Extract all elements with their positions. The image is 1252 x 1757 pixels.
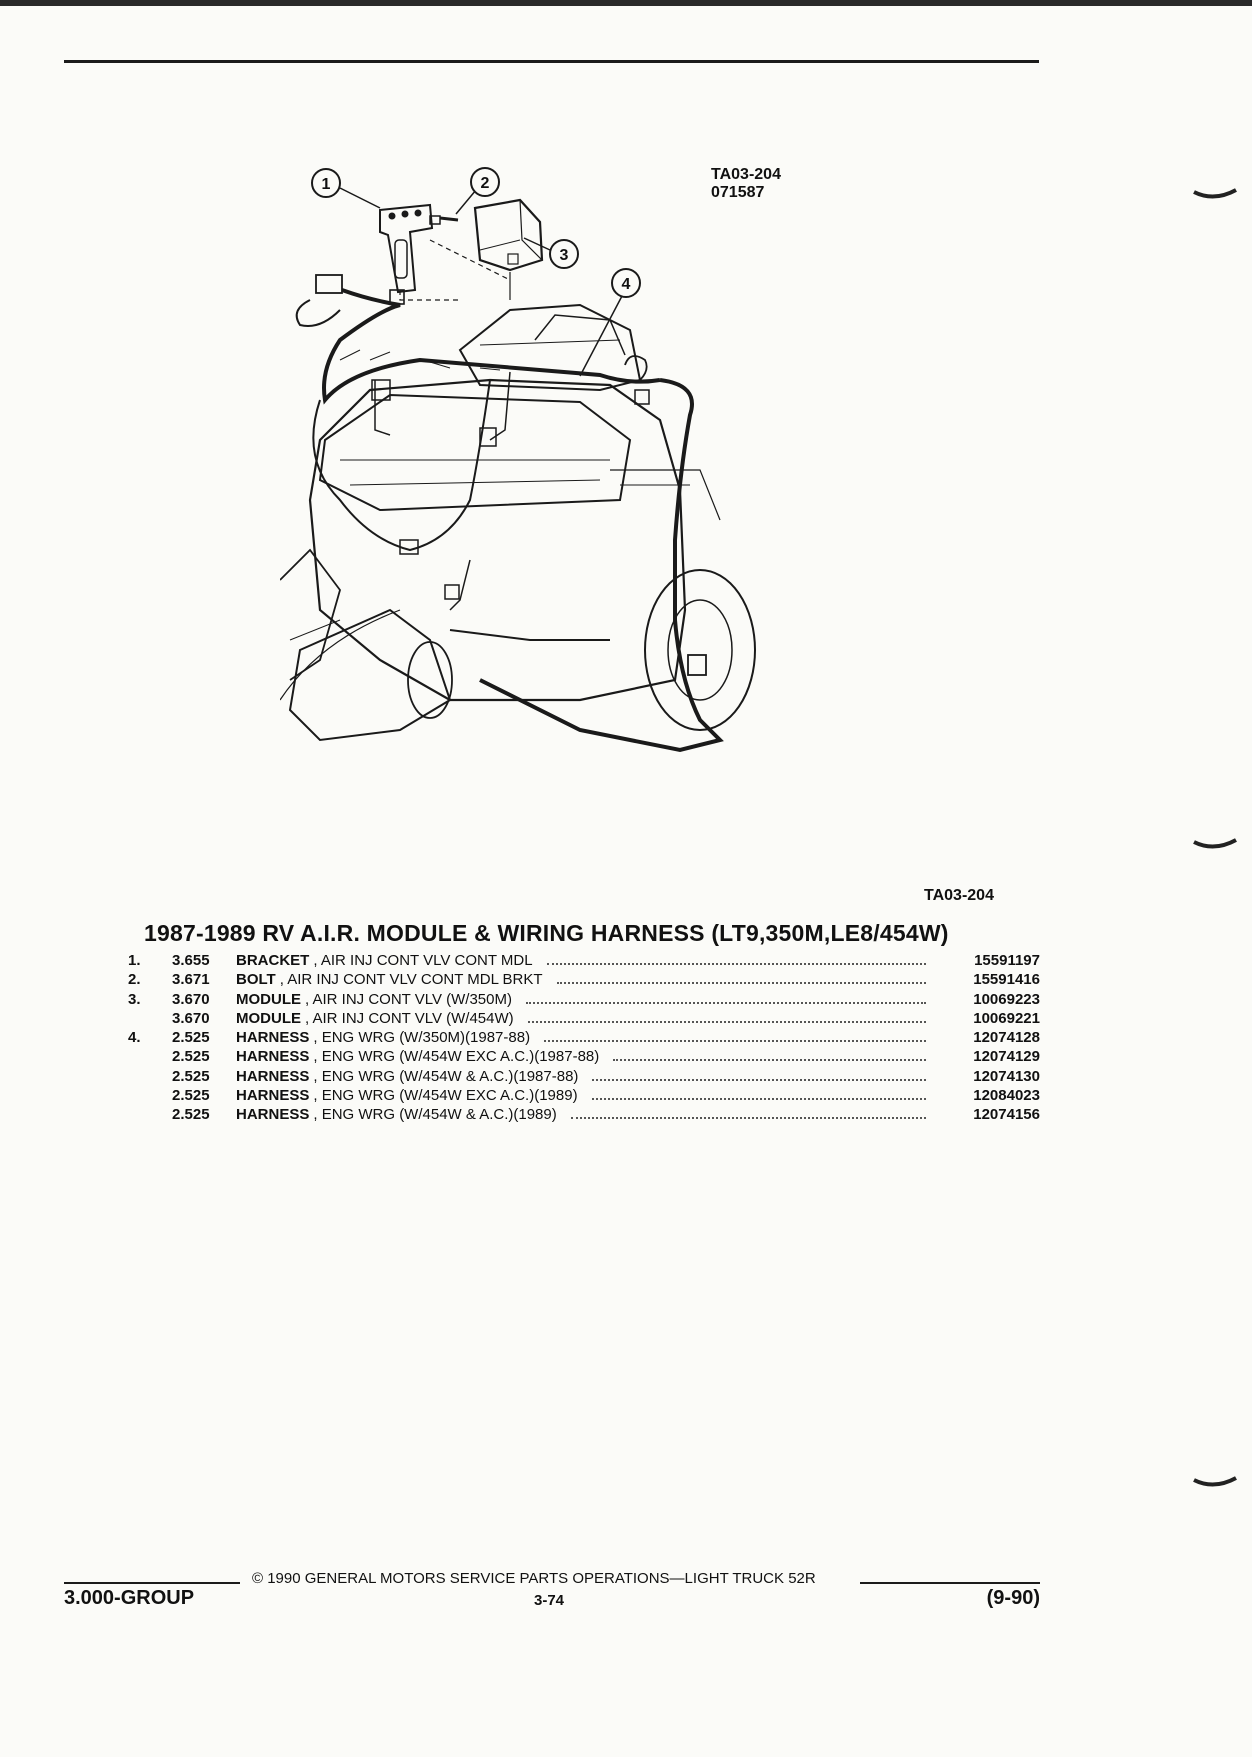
part-name: BRACKET [236,952,310,969]
footer-copyright: © 1990 GENERAL MOTORS SERVICE PARTS OPER… [252,1570,816,1587]
part-description: , AIR INJ CONT VLV (W/454W) [305,1009,514,1027]
group-code: 2.525 [172,1087,210,1105]
parts-row: 2.525 HARNESS, ENG WRG (W/454W EXC A.C.)… [128,1047,1040,1066]
part-number: 15591416 [973,971,1040,989]
footer-page-number: 3-74 [534,1592,565,1609]
group-code: 2.525 [172,1067,210,1085]
binder-mark-bottom [1193,1476,1237,1487]
part-name: HARNESS [236,1087,310,1105]
group-code: 2.525 [172,1106,210,1124]
part-number: 15591197 [974,952,1040,969]
part-description: , ENG WRG (W/454W & A.C.)(1989) [313,1106,557,1124]
leader-4 [579,295,623,377]
part-description: , AIR INJ CONT VLV CONT MDL [313,952,533,969]
parts-row: 2. 3.671 BOLT, AIR INJ CONT VLV CONT MDL… [128,970,1040,989]
footer-date: (9-90) [986,1587,1040,1609]
svg-text:3: 3 [560,247,569,264]
group-code: 3.670 [172,1009,210,1027]
binder-mark-middle [1193,838,1237,849]
parts-row: 2.525 HARNESS, ENG WRG (W/454W & A.C.)(1… [128,1105,1040,1124]
valve-cover [318,393,632,512]
item-index: 1. [128,952,141,969]
part-description: , AIR INJ CONT VLV (W/350M) [305,990,512,1008]
binder-mark-top [1193,188,1237,199]
starter-motor [288,608,452,742]
parts-row: 3. 3.670 MODULE, AIR INJ CONT VLV (W/350… [128,990,1040,1009]
figure-ref-number: 071587 [711,184,765,201]
callout-4: 4 [611,268,641,298]
group-code: 3.671 [172,971,210,989]
parts-row: 2.525 HARNESS, ENG WRG (W/454W EXC A.C.)… [128,1086,1040,1105]
part-name: BOLT [236,971,276,989]
footer-group: 3.000-GROUP [64,1587,195,1609]
svg-text:2: 2 [481,175,490,192]
part-description: , ENG WRG (W/454W & A.C.)(1987-88) [313,1067,579,1085]
header-rule [64,60,1039,63]
harness-connector [315,274,343,294]
part-number: 10069221 [973,1009,1040,1027]
part-name: HARNESS [236,1106,310,1124]
page-top-edge [0,0,1252,6]
figure-ref-code: TA03-204 [711,166,781,183]
footer-rule-left [64,1582,240,1584]
group-code: 3.655 [172,952,210,969]
pulley [644,569,756,731]
leader-1 [339,187,381,209]
figure-reference: TA03-204 071587 [711,166,781,202]
item-index: 2. [128,971,141,989]
leader-2 [455,189,477,215]
item-index: 3. [128,990,141,1008]
part-name: HARNESS [236,1048,310,1066]
part-name: HARNESS [236,1029,310,1047]
intake-manifold [458,303,642,392]
part-number: 12084023 [973,1087,1040,1105]
wiring-harness [322,288,661,405]
part-number: 12074128 [973,1029,1040,1047]
callout-3: 3 [549,239,579,269]
group-code: 3.670 [172,990,210,1008]
engine-block [308,378,687,702]
page-footer: © 1990 GENERAL MOTORS SERVICE PARTS OPER… [64,1570,1040,1620]
part-name: MODULE [236,1009,301,1027]
figure-ref-below: TA03-204 [924,887,994,904]
callout-2: 2 [470,167,500,197]
bracket [379,203,434,294]
item-index: 4. [128,1029,141,1047]
part-description: , AIR INJ CONT VLV CONT MDL BRKT [279,971,543,989]
part-number: 12074156 [973,1106,1040,1124]
part-description: , ENG WRG (W/454W EXC A.C.)(1987-88) [313,1048,600,1066]
parts-row: 3.670 MODULE, AIR INJ CONT VLV (W/454W) … [128,1009,1040,1028]
parts-row: 1. 3.655 BRACKET, AIR INJ CONT VLV CONT … [128,951,1040,970]
part-description: , ENG WRG (W/454W EXC A.C.)(1989) [313,1087,578,1105]
parts-row: 4. 2.525 HARNESS, ENG WRG (W/350M)(1987-… [128,1028,1040,1047]
group-code: 2.525 [172,1029,210,1047]
footer-rule-right [860,1582,1040,1584]
bolt [439,216,459,222]
group-code: 2.525 [172,1048,210,1066]
svg-text:4: 4 [622,276,631,293]
part-number: 12074130 [973,1067,1040,1085]
parts-row: 2.525 HARNESS, ENG WRG (W/454W & A.C.)(1… [128,1067,1040,1086]
part-number: 12074129 [973,1048,1040,1066]
part-name: HARNESS [236,1067,310,1085]
svg-text:1: 1 [322,176,331,193]
parts-list: 1. 3.655 BRACKET, AIR INJ CONT VLV CONT … [128,951,1040,1125]
engine-harness-diagram: 1 2 3 4 [280,167,756,753]
leader-3 [523,237,551,251]
callout-1: 1 [311,168,341,198]
part-description: , ENG WRG (W/350M)(1987-88) [313,1029,531,1047]
part-number: 10069223 [973,990,1040,1008]
distributor [534,314,626,356]
section-title: 1987-1989 RV A.I.R. MODULE & WIRING HARN… [144,920,949,946]
part-name: MODULE [236,990,301,1008]
